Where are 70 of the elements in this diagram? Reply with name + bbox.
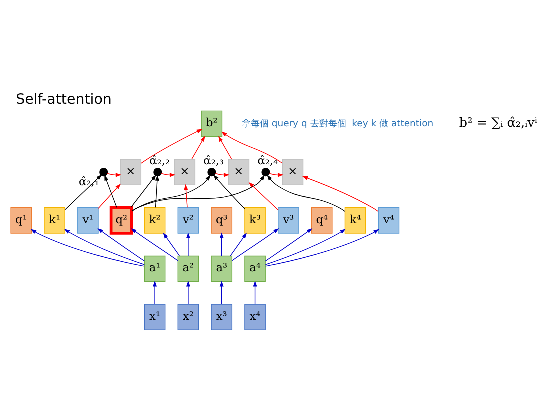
node-circle (208, 168, 216, 177)
arrow (230, 232, 248, 256)
node-box: b² (201, 110, 223, 138)
node-box: q³ (211, 208, 233, 234)
arrow (220, 281, 224, 305)
arrow (132, 175, 265, 212)
arrow (64, 229, 145, 266)
node-circle (100, 168, 108, 177)
node-box: a⁴ (244, 256, 266, 282)
label: b² = ∑ᵢ α̂₂,ᵢvⁱ (459, 116, 538, 132)
arrow (98, 184, 122, 209)
arrow (161, 173, 176, 178)
node-box: v¹ (78, 208, 99, 234)
arrow (130, 174, 156, 208)
arrow (253, 281, 258, 305)
node-box: k⁴ (344, 208, 366, 234)
arrow (302, 176, 379, 212)
arrow (107, 173, 122, 178)
label: 拿每個 query q 去對每個 key k 做 attention (242, 118, 434, 130)
arrow (184, 184, 188, 208)
node-box: a³ (211, 256, 233, 282)
arrow (186, 232, 190, 256)
arrow (192, 136, 206, 160)
arrow (220, 232, 224, 256)
arrow (153, 281, 158, 305)
arrow (141, 129, 203, 164)
arrow (265, 229, 380, 267)
arrow (186, 281, 190, 305)
node-box: q² (110, 206, 134, 235)
node-box: × (120, 159, 142, 186)
arrow (248, 182, 279, 211)
node-box: × (174, 159, 196, 186)
node-box: q⁴ (311, 208, 333, 234)
arrow (221, 132, 283, 164)
arrow (163, 232, 180, 256)
node-box: k² (144, 208, 166, 234)
arrow (213, 174, 246, 210)
arrow (104, 175, 118, 208)
arrow (269, 173, 284, 178)
node-box: x² (178, 304, 200, 330)
node-box: x¹ (144, 304, 166, 330)
node-box: v² (178, 208, 200, 234)
arrow (215, 173, 230, 178)
node-box: k³ (244, 208, 266, 234)
arrow (232, 228, 280, 262)
node-box: k¹ (44, 208, 66, 234)
node-label: α̂₂,₃ (204, 154, 224, 168)
arrow (98, 228, 146, 262)
arrow (131, 228, 178, 262)
arrow (265, 228, 313, 262)
node-circle (154, 168, 162, 177)
arrow (30, 229, 145, 267)
diagram-title: Self-attention (16, 92, 112, 108)
arrow (132, 175, 211, 212)
node-box: v⁴ (378, 208, 400, 234)
node-box: × (282, 159, 304, 186)
arrow (155, 175, 160, 208)
node-label: α̂₂,₄ (258, 154, 278, 168)
arrow (265, 229, 346, 266)
arrow (267, 174, 346, 212)
node-box: x³ (211, 304, 233, 330)
node-circle (262, 168, 270, 177)
node-box: a¹ (144, 256, 166, 282)
node-label: α̂₂,₂ (150, 154, 170, 168)
node-box: × (228, 159, 250, 186)
node-box: x⁴ (244, 304, 266, 330)
node-box: v³ (278, 208, 300, 234)
node-box: a² (178, 256, 200, 282)
node-box: q¹ (10, 208, 32, 234)
arrow (218, 136, 232, 160)
